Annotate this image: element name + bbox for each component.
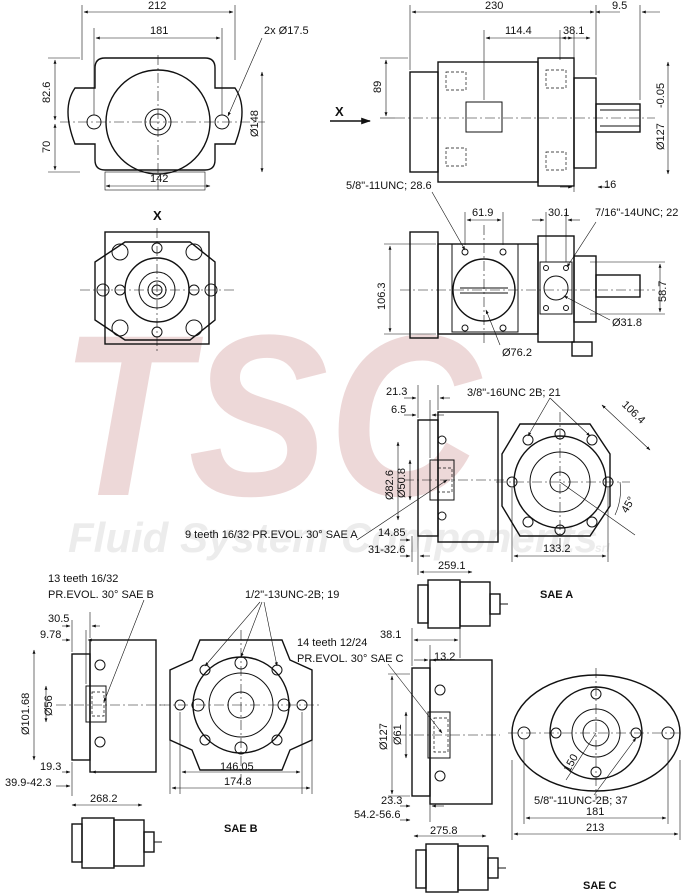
dim-114-4: 114.4 xyxy=(505,25,532,37)
label-spline-c-2: PR.EVOL. 30° SAE C xyxy=(297,653,404,665)
label-sae-c: SAE C xyxy=(583,880,617,892)
dim-d127: Ø127 xyxy=(655,123,667,150)
dim-54-2: 54.2-56.6 xyxy=(354,809,400,821)
view-x-label: X xyxy=(153,208,162,223)
front-view: 212 181 2x Ø17.5 82.6 70 Ø148 142 xyxy=(41,0,309,191)
dim-23-3: 23.3 xyxy=(381,795,402,807)
dim-82-6: 82.6 xyxy=(41,82,53,103)
dim-21-3: 21.3 xyxy=(386,386,407,398)
dim-13-2: 13.2 xyxy=(434,651,455,663)
watermark-text: Fluid System Components xyxy=(68,514,598,561)
dim-thread-b: 1/2"-13UNC-2B; 19 xyxy=(245,589,339,601)
dim-d56: Ø56 xyxy=(43,695,55,716)
top-view: 5/8"-11UNC; 28.6 61.9 30.1 7/16"-14UNC; … xyxy=(346,180,678,359)
label-spline-b-1: 13 teeth 16/32 xyxy=(48,573,118,585)
dim-230: 230 xyxy=(485,0,503,12)
dim-port1: 5/8"-11UNC; 28.6 xyxy=(346,180,432,192)
dim-259-1: 259.1 xyxy=(438,560,466,572)
dim-d148: Ø148 xyxy=(249,110,261,137)
watermark: TSC Fluid System Components srl xyxy=(60,287,610,561)
dim-d76-2: Ø76.2 xyxy=(502,347,532,359)
dim-181: 181 xyxy=(150,25,168,37)
dim-30-5: 30.5 xyxy=(48,613,69,625)
dim-38-1: 38.1 xyxy=(563,25,584,37)
dim-d31-8: Ø31.8 xyxy=(612,317,642,329)
dim-31-32-6: 31-32.6 xyxy=(368,544,405,556)
dim-6-5: 6.5 xyxy=(391,404,406,416)
dim-181-c: 181 xyxy=(586,806,604,818)
dim-thread-c: 5/8"-11UNC-2B; 37 xyxy=(534,795,628,807)
dim-d127-c: Ø127 xyxy=(378,723,390,750)
dim-212: 212 xyxy=(148,0,166,12)
dim-213: 213 xyxy=(586,822,604,834)
sae-c-section: 14 teeth 12/24 PR.EVOL. 30° SAE C 150 38… xyxy=(297,628,681,893)
watermark-suffix: srl xyxy=(595,541,610,555)
dim-142: 142 xyxy=(150,173,168,185)
dim-16: 16 xyxy=(604,179,616,191)
dim-d50-8: Ø50.8 xyxy=(396,468,408,498)
sae-b-section: 13 teeth 16/32 PR.EVOL. 30° SAE B 30.5 9… xyxy=(5,573,339,869)
dim-45deg: 45° xyxy=(619,495,638,515)
dim-268-2: 268.2 xyxy=(90,793,118,805)
dim-port2: 7/16"-14UNC; 22 xyxy=(595,207,678,219)
dim-30-1: 30.1 xyxy=(548,207,569,219)
dim-61-9: 61.9 xyxy=(472,207,493,219)
watermark-letters: TSC xyxy=(60,287,483,544)
dim-150: 150 xyxy=(562,752,581,774)
dim-thread-a: 3/8"-16UNC 2B; 21 xyxy=(467,387,561,399)
label-spline-c-1: 14 teeth 12/24 xyxy=(297,637,367,649)
dim-holes: 2x Ø17.5 xyxy=(264,25,309,37)
dim-9-78: 9.78 xyxy=(40,629,61,641)
dim-19-3: 19.3 xyxy=(40,761,61,773)
label-sae-a: SAE A xyxy=(540,589,573,601)
dim-133-2: 133.2 xyxy=(543,543,571,555)
dim-70: 70 xyxy=(41,141,53,153)
dim-d61: Ø61 xyxy=(392,724,404,745)
dim-d101-68: Ø101.68 xyxy=(20,693,32,735)
dim-9-5: 9.5 xyxy=(612,0,627,12)
dim-106-4: 106.4 xyxy=(619,399,647,427)
dim-146-05: 146.05 xyxy=(220,761,254,773)
dim-58-7: 58.7 xyxy=(657,281,669,302)
dim-d82-6: Ø82.6 xyxy=(384,470,396,500)
label-spline-a: 9 teeth 16/32 PR.EVOL. 30° SAE A xyxy=(185,529,358,541)
dim-89: 89 xyxy=(372,81,384,93)
dim-tol: -0.05 xyxy=(655,83,667,108)
dim-14-85: 14.85 xyxy=(378,527,406,539)
arrow-x-label: X xyxy=(335,104,344,119)
dim-275-8: 275.8 xyxy=(430,825,458,837)
dim-39-9: 39.9-42.3 xyxy=(5,777,51,789)
dim-106-3: 106.3 xyxy=(376,282,388,310)
view-x: X xyxy=(80,208,235,352)
dim-38-1-c: 38.1 xyxy=(380,629,401,641)
label-sae-b: SAE B xyxy=(224,823,258,835)
dim-174-8: 174.8 xyxy=(224,776,252,788)
side-view: X 230 9.5 114.4 38.1 89 Ø127 -0.05 16 xyxy=(330,0,670,192)
label-spline-b-2: PR.EVOL. 30° SAE B xyxy=(48,589,154,601)
